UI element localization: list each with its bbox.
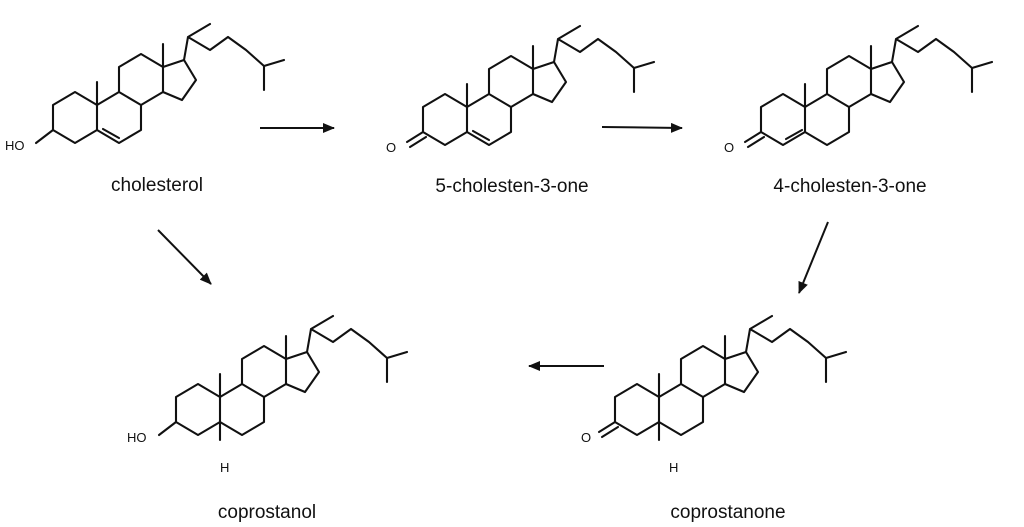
- molecule-4-cholesten-3-one: O: [724, 24, 994, 155]
- compound-name-coprostanone: coprostanone: [670, 502, 785, 523]
- atom-label: O: [581, 430, 591, 445]
- atom-label: O: [386, 140, 396, 155]
- arrow-4-cholesten-3-one-to-coprostanone: [798, 221, 829, 294]
- atom-label: HO: [127, 430, 147, 445]
- atom-label: HO: [5, 138, 25, 153]
- hydrogen-label: H: [669, 460, 678, 475]
- compound-name-cholesterol: cholesterol: [111, 175, 203, 196]
- molecule-coprostanone: O H: [581, 314, 848, 475]
- compound-name-coprostanol: coprostanol: [218, 502, 316, 523]
- hydrogen-label: H: [220, 460, 229, 475]
- molecule-cholesterol: HO: [5, 22, 286, 153]
- arrow-cholesterol-to-coprostanol: [157, 229, 212, 285]
- compound-name-5-cholesten-3-one: 5-cholesten-3-one: [435, 176, 588, 197]
- molecule-5-cholesten-3-one: O: [386, 24, 656, 155]
- atom-label: O: [724, 140, 734, 155]
- compound-name-4-cholesten-3-one: 4-cholesten-3-one: [773, 176, 926, 197]
- molecule-coprostanol: HO H: [127, 314, 409, 475]
- arrow-5-cholesten-3-one-to-4-cholesten-3-one: [601, 122, 683, 133]
